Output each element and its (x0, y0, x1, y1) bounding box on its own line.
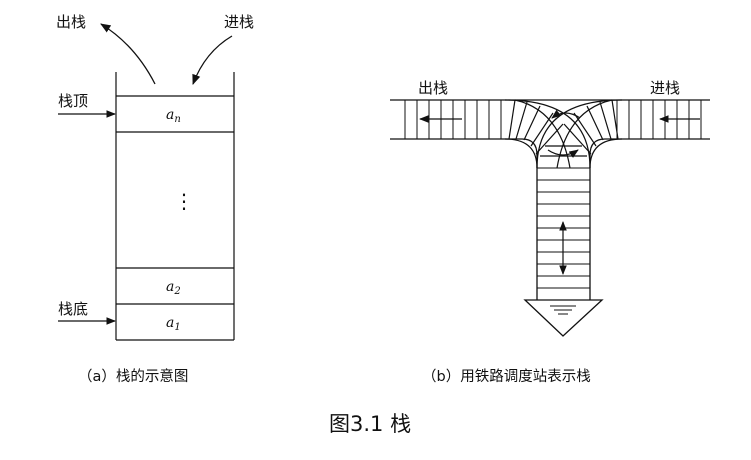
stack-cell-second-label: a2 (166, 279, 181, 297)
railway-pop-label: 出栈 (418, 79, 448, 97)
pop-label: 出栈 (56, 13, 86, 31)
railway-arrows (419, 109, 700, 275)
railway-station-panel: 出栈 进栈 (390, 79, 710, 385)
pop-arrow (100, 23, 156, 85)
railway-sleepers (404, 100, 702, 289)
railway-junction-arrow-left (551, 109, 581, 119)
panel-a-caption: （a）栈的示意图 (78, 367, 188, 385)
railway-junction-arrow-right (547, 149, 579, 158)
stack-cell-first-label: a1 (166, 315, 181, 333)
railway-dead-end-symbol (550, 305, 576, 315)
stack-cell-top-label: an (166, 107, 181, 125)
push-label: 进栈 (224, 13, 254, 31)
railway-push-label: 进栈 (650, 79, 680, 97)
panel-b-caption: （b）用铁路调度站表示栈 (422, 368, 591, 385)
railway-tracks (390, 99, 710, 337)
figure-title: 图3.1 栈 (329, 412, 411, 436)
railway-junction (504, 99, 623, 169)
stack-top-label: 栈顶 (58, 92, 88, 110)
stack-bottom-label: 栈底 (58, 300, 88, 318)
push-arrow (192, 35, 233, 85)
stack-ellipsis: ⋮ (174, 189, 194, 213)
stack-container (115, 72, 235, 341)
stack-schematic-panel: 出栈 进栈 an ⋮ a2 a1 栈顶 栈底 （a）栈的示意图 (56, 13, 254, 385)
